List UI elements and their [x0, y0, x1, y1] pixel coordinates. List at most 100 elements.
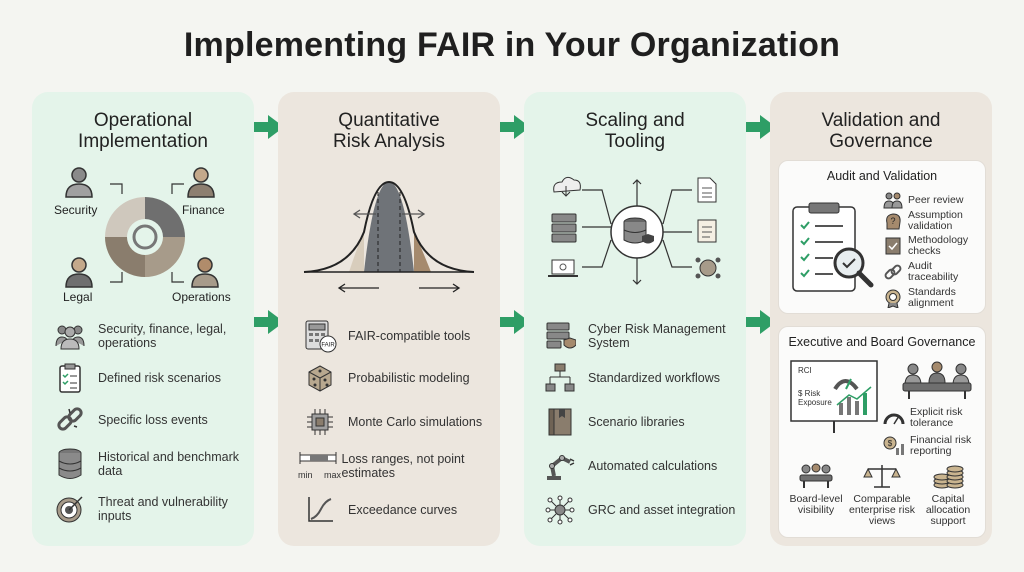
medal-icon	[885, 289, 901, 308]
target-icon	[52, 491, 88, 527]
exec-bottom-text: Board-level visibility	[789, 493, 843, 516]
database-icon	[52, 446, 88, 482]
arrow-right-icon	[740, 115, 776, 139]
server-shield-icon	[542, 318, 578, 354]
list-item-text: Exceedance curves	[348, 503, 458, 517]
role-label-legal: Legal	[63, 290, 93, 304]
list-item-text: Defined risk scenarios	[98, 371, 221, 385]
list-item: GRC and asset integration	[542, 492, 738, 528]
column-title: Scaling and Tooling	[585, 110, 685, 152]
list-item: Threat and vulnerability inputs	[52, 491, 242, 527]
list-item-text: Cyber Risk Management System	[588, 322, 726, 350]
scroll-icon	[697, 219, 717, 243]
question-head-icon: ?	[886, 213, 901, 230]
network-node-icon	[695, 257, 721, 279]
person-icon	[191, 257, 219, 288]
fair-badge-text: FAIR	[321, 343, 335, 349]
list-item-text: Scenario libraries	[588, 415, 685, 429]
list-item-text: Automated calculations	[588, 459, 718, 473]
max-label: max	[324, 470, 342, 480]
column-title: Validation and Governance	[821, 110, 941, 152]
cloud-icon	[553, 176, 581, 197]
audit-item-text: Audit traceability	[908, 260, 959, 283]
panel-title: Audit and Validation	[826, 169, 938, 183]
book-check-icon	[885, 237, 901, 255]
document-icon	[697, 177, 717, 203]
curve-chart-icon	[302, 492, 338, 528]
workflow-icon	[542, 360, 578, 396]
list-item: Automated calculations	[542, 448, 738, 484]
audit-item-text: Assumption validation	[908, 209, 963, 232]
executive-board-panel: Executive and Board Governance RCI $ Ris…	[778, 326, 986, 538]
list-item: min max Loss ranges, not point estimates	[298, 448, 492, 484]
svg-text:$: $	[888, 439, 893, 448]
network-icon	[542, 492, 578, 528]
scale-icon	[863, 465, 901, 488]
list-item: Cyber Risk Management System	[542, 318, 738, 354]
arrow-right-icon	[740, 310, 776, 334]
list-item-text: Specific loss events	[98, 413, 208, 427]
team-cycle-icon	[105, 197, 185, 277]
server-icon	[551, 213, 577, 243]
audit-item: Peer review	[883, 191, 963, 209]
min-label: min	[298, 470, 313, 480]
exec-bottom-text: Comparable enterprise risk views	[849, 493, 915, 527]
arrow-right-icon	[248, 310, 284, 334]
dice-icon	[302, 360, 338, 396]
audit-item: ? Assumption validation	[883, 210, 978, 232]
person-icon	[187, 167, 215, 198]
people-icon	[883, 192, 903, 209]
list-item-text: Historical and benchmark data	[98, 450, 240, 478]
list-item: Security, finance, legal, operations	[52, 318, 242, 354]
connector-arrows	[110, 183, 184, 283]
list-item: Exceedance curves	[302, 492, 492, 528]
column-title: Quantitative Risk Analysis	[333, 110, 445, 152]
list-item: FAIR FAIR-compatible tools	[302, 318, 492, 354]
central-database-hub-icon	[548, 176, 721, 285]
board-exposure-label: $ Risk Exposure	[798, 389, 832, 407]
page-title: Implementing FAIR in Your Organization	[183, 26, 841, 64]
presentation-board-icon	[790, 360, 878, 433]
chip-icon	[302, 404, 338, 440]
operational-implementation-column: Operational Implementation Security Fina…	[32, 92, 254, 546]
list-item-text: FAIR-compatible tools	[348, 329, 471, 343]
person-icon	[65, 167, 93, 198]
scaling-tooling-column: Scaling and Tooling Cyber Risk Managemen…	[524, 92, 746, 546]
gauge-icon	[883, 413, 905, 425]
money-chart-icon: $	[883, 436, 904, 455]
panel-title: Executive and Board Governance	[788, 335, 976, 349]
exec-bottom-item: Board-level visibility	[783, 463, 849, 516]
list-item: Historical and benchmark data	[52, 446, 242, 482]
laptop-icon	[548, 259, 578, 277]
list-item: Probabilistic modeling	[302, 360, 492, 396]
list-item-text: Loss ranges, not point estimates	[341, 452, 465, 480]
list-item-text: Security, finance, legal, operations	[98, 322, 227, 350]
arrow-right-icon	[494, 310, 530, 334]
quantitative-risk-column: Quantitative Risk Analysis FAIR FAIR-com…	[278, 92, 500, 546]
exec-bottom-item: Capital allocation support	[915, 463, 981, 527]
role-label-finance: Finance	[182, 203, 225, 217]
exec-bottom-item: Comparable enterprise risk views	[849, 463, 915, 527]
coins-icon	[933, 465, 964, 489]
broken-chain-icon	[52, 402, 88, 438]
checklist-icon	[52, 360, 88, 396]
bell-curve-icon	[303, 180, 475, 293]
audit-item: Standards alignment	[883, 287, 978, 309]
list-item-text: Probabilistic modeling	[348, 371, 470, 385]
list-item-text: Monte Carlo simulations	[348, 415, 483, 429]
role-label-security: Security	[54, 203, 98, 217]
audit-item: Methodology checks	[883, 235, 978, 257]
book-icon	[542, 404, 578, 440]
meeting-people-icon	[902, 361, 972, 399]
exec-bottom-text: Capital allocation support	[925, 493, 971, 527]
exec-item-text: Financial risk reporting	[910, 434, 972, 457]
list-item-text: GRC and asset integration	[588, 503, 736, 517]
list-item: Monte Carlo simulations	[302, 404, 492, 440]
audit-item: Audit traceability	[883, 261, 978, 283]
list-item-text: Standardized workflows	[588, 371, 721, 385]
exec-item-text: Explicit risk tolerance	[910, 406, 963, 429]
audit-item-text: Standards alignment	[908, 286, 956, 309]
robot-arm-icon	[542, 448, 578, 484]
exec-item: $ Financial risk reporting	[883, 435, 980, 457]
exec-item: Explicit risk tolerance	[883, 407, 980, 429]
